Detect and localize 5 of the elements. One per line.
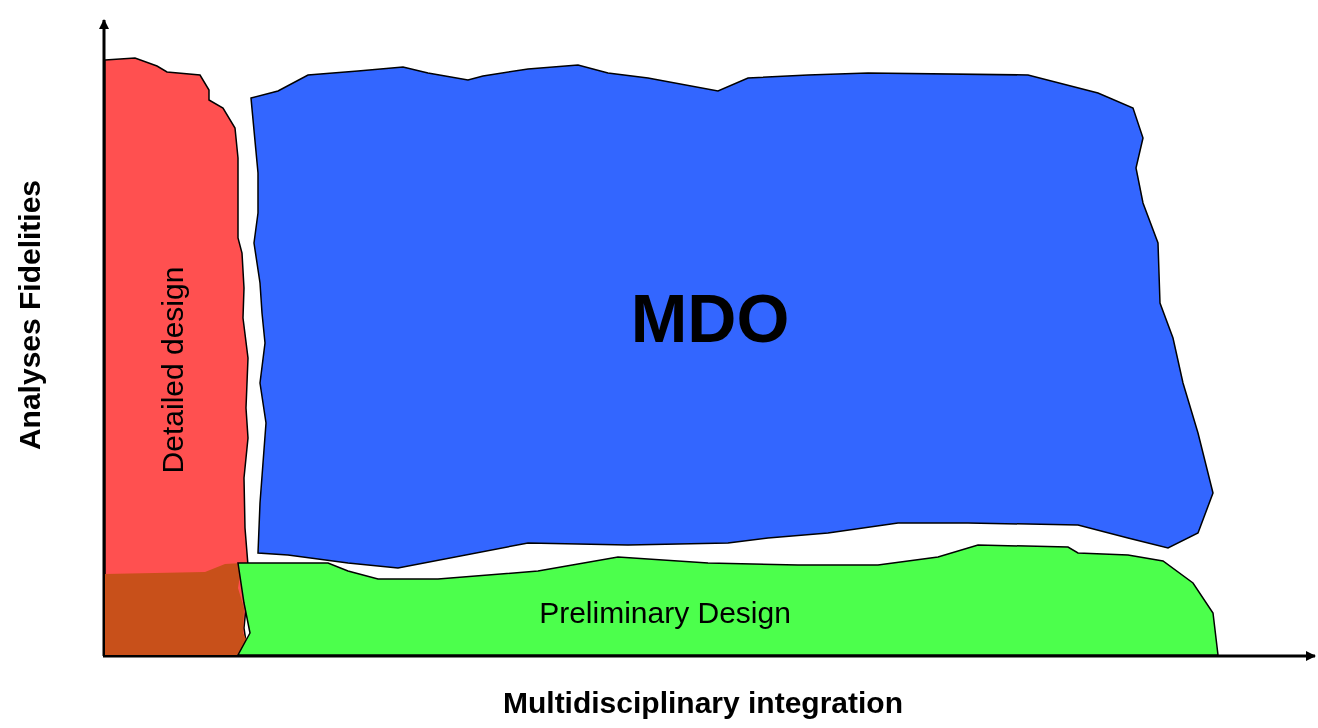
axis-title: Analyses Fidelities — [13, 179, 47, 451]
axis-title: Multidisciplinary integration — [503, 686, 903, 720]
region-label: Detailed design — [156, 266, 190, 474]
region-label: MDO — [630, 279, 790, 357]
region-label: Preliminary Design — [539, 596, 791, 630]
